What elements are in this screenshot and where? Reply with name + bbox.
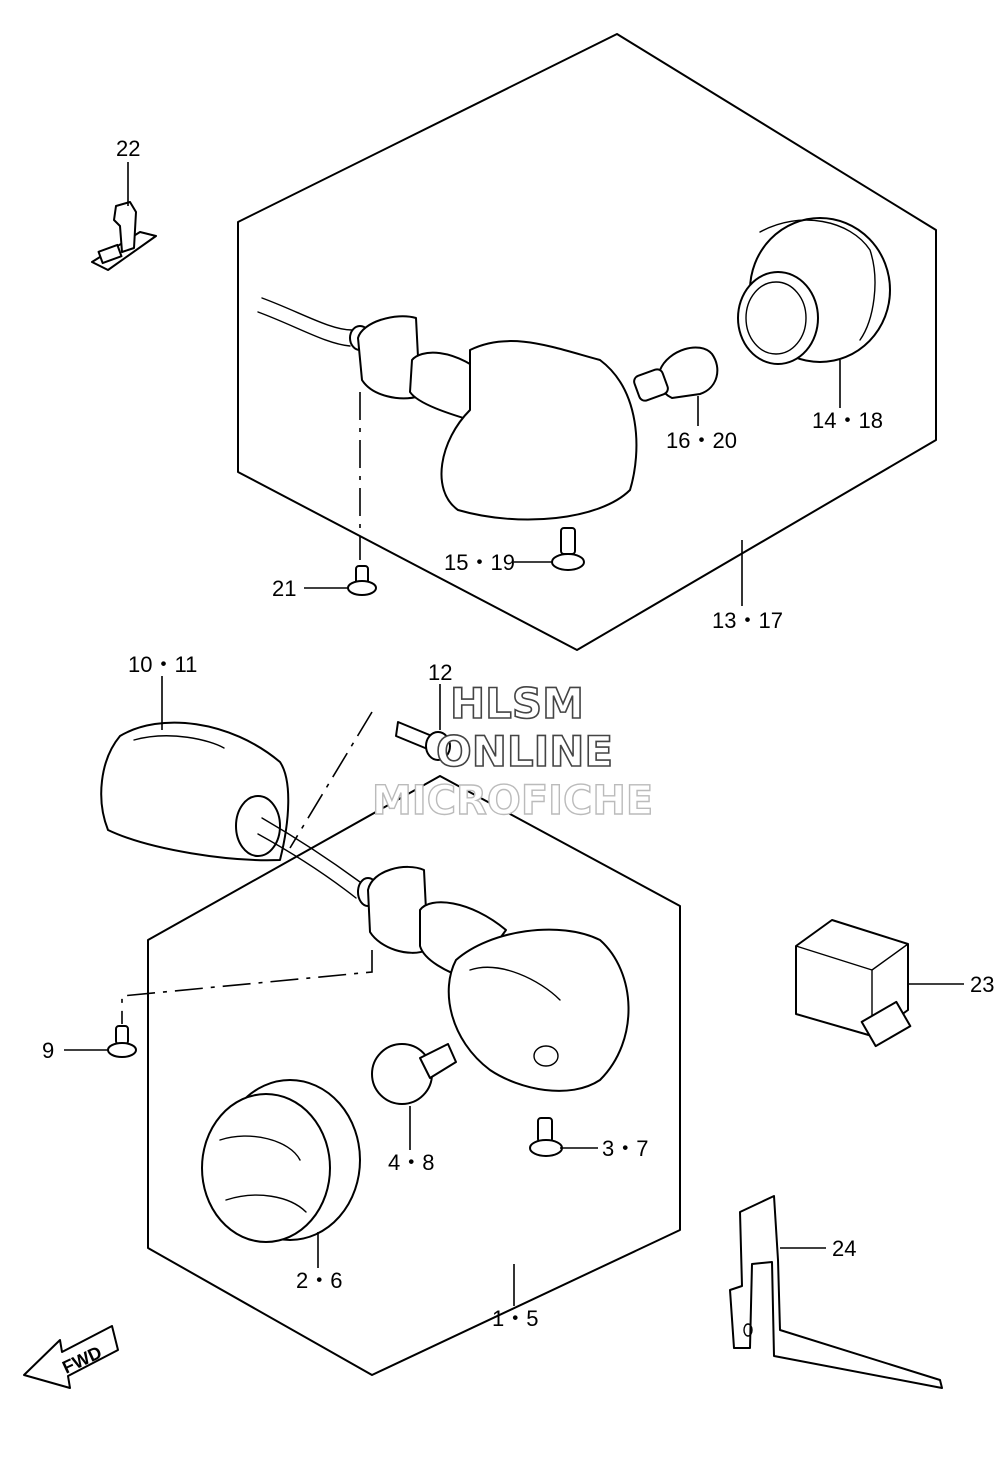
callout-9: 9 — [42, 1038, 54, 1063]
screw-3-7 — [529, 1117, 563, 1157]
callout-4-8: 4・8 — [388, 1150, 434, 1175]
lower-bulb — [371, 1043, 457, 1105]
callout-23: 23 — [970, 972, 994, 997]
lower-turn-signal-housing — [257, 817, 630, 1092]
upper-assembly-frame — [237, 33, 937, 651]
lower-assembly-frame — [147, 775, 681, 1376]
callout-22: 22 — [116, 136, 140, 161]
lower-lens — [201, 1079, 361, 1243]
watermark-line3: MICROFICHE — [372, 778, 653, 824]
screw-15-19 — [551, 527, 585, 571]
clamp-alignment-line — [289, 711, 373, 849]
screw-21 — [347, 565, 377, 596]
upper-turn-signal-housing — [257, 297, 638, 521]
callout-10-11: 10・11 — [128, 652, 197, 677]
bolt-12 — [395, 721, 451, 761]
callout-16-20: 16・20 — [666, 428, 737, 453]
watermark-line1: HLSM — [450, 679, 584, 728]
callout-24: 24 — [832, 1236, 856, 1261]
callout-14-18: 14・18 — [812, 408, 883, 433]
bracket-22 — [91, 201, 157, 271]
callout-12: 12 — [428, 660, 452, 685]
screw-9 — [107, 1025, 137, 1058]
upper-lens — [737, 217, 891, 365]
callout-21: 21 — [272, 576, 296, 601]
bracket-24 — [729, 1195, 943, 1389]
callout-2-6: 2・6 — [296, 1268, 342, 1293]
watermark-line2: ONLINE — [436, 727, 613, 776]
callout-13-17: 13・17 — [712, 608, 783, 633]
relay-23 — [795, 919, 912, 1048]
mount-clamp-10-11 — [100, 721, 290, 862]
lower-alignment-line — [121, 950, 373, 1024]
fwd-arrow-icon: FWD — [23, 1325, 119, 1389]
callout-3-7: 3・7 — [602, 1136, 648, 1161]
upper-bulb — [633, 346, 719, 402]
callout-15-19: 15・19 — [444, 550, 515, 575]
callout-1-5: 1・5 — [492, 1306, 538, 1331]
